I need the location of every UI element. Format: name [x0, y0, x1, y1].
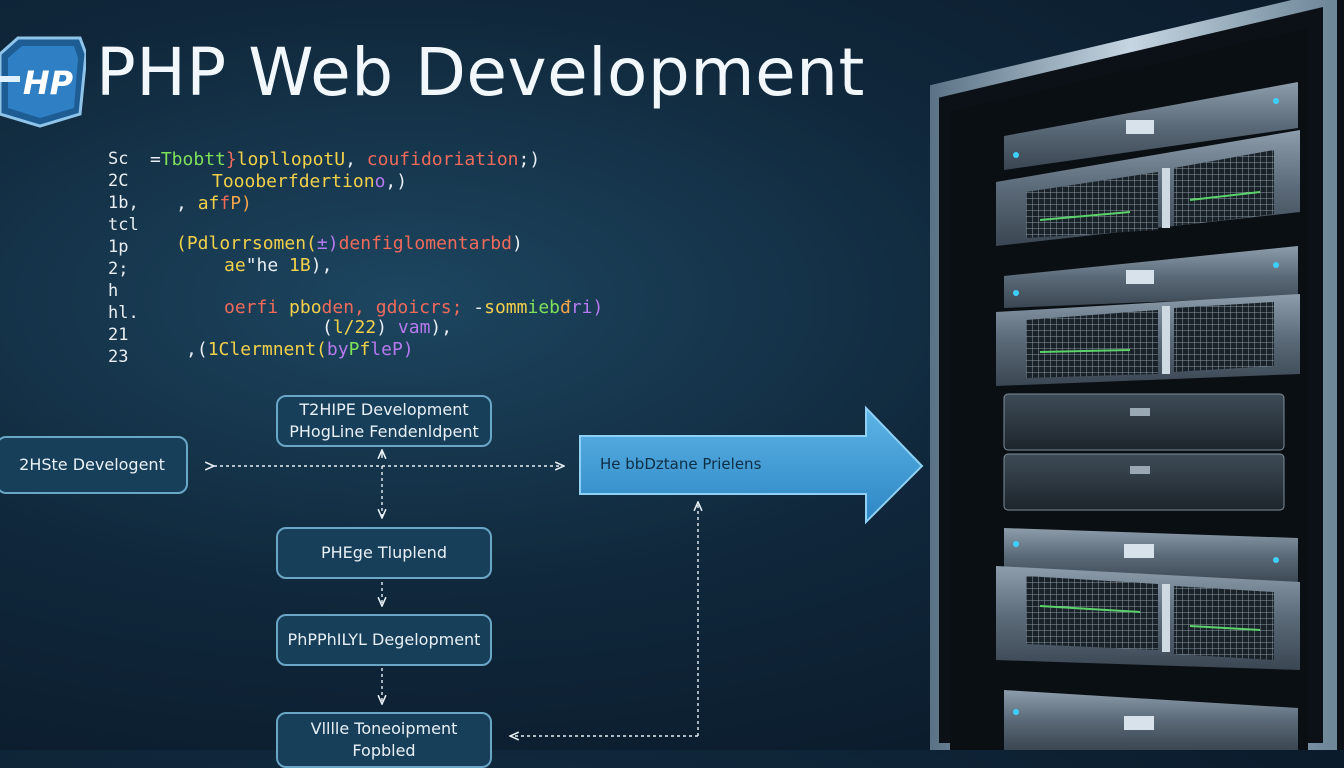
- code-token: o: [374, 171, 386, 192]
- code-line-number: 2C: [108, 171, 129, 191]
- code-token: vam: [397, 317, 431, 338]
- code-line: Toooberfdertiono,): [212, 171, 407, 192]
- code-line-number: hl.: [108, 303, 139, 323]
- code-line-number: 1b,: [108, 193, 139, 213]
- code-line: ,(1Clermnent(byPfleP): [186, 339, 414, 360]
- code-line-number: Sc: [108, 149, 129, 169]
- big-arrow-label: He bbDztane Prielens: [600, 455, 762, 473]
- code-token: pbo: [289, 297, 322, 318]
- code-token: P): [230, 193, 252, 214]
- code-line-number: tcl: [108, 215, 139, 235]
- code-token: "he: [245, 255, 290, 276]
- code-token: ri): [570, 297, 604, 318]
- flow-box-bottom-line1: Vlllle Toneoipment: [310, 719, 458, 738]
- flow-box-development: PhPPhILYL Degelopment: [276, 614, 492, 666]
- code-token: ,): [385, 171, 408, 192]
- code-token: coufidoriation: [366, 149, 519, 170]
- server-unit-6: [1003, 453, 1285, 511]
- logo-dash-icon: [0, 76, 20, 82]
- flow-box-top-line2: PHogLine Fendenldpent: [289, 422, 479, 441]
- code-token: =: [150, 149, 161, 170]
- code-token: f: [359, 339, 371, 360]
- code-line: ae"he 1B),: [224, 255, 332, 276]
- flow-connectors: [0, 405, 924, 750]
- code-token: somm: [484, 297, 528, 318]
- code-token: ae: [224, 255, 246, 276]
- code-token: (Pdlorrsomen(: [176, 233, 317, 254]
- server-unit-5: [1003, 393, 1285, 451]
- flow-box-left-label: 2HSte Develogent: [19, 455, 165, 474]
- code-line-number: 2;: [108, 259, 129, 279]
- code-token: ;): [518, 149, 541, 170]
- code-token: l/22: [332, 317, 377, 338]
- code-token: ): [511, 233, 523, 254]
- code-token: Tbobtt: [160, 149, 226, 170]
- flow-box-top: T2HIPE Development PHogLine Fendenldpent: [276, 395, 492, 447]
- code-token: đ: [560, 297, 571, 318]
- code-token: lopllopotU: [236, 149, 346, 170]
- flow-box-development-label: PhPPhILYL Degelopment: [287, 630, 481, 649]
- code-token: ),: [430, 317, 453, 338]
- code-token: 1Clermnent(: [207, 339, 327, 360]
- code-token: ieb: [527, 297, 560, 318]
- code-line: oerfi pboden, gdoicrs; -sommiebđri): [224, 297, 603, 318]
- code-token: ): [376, 317, 398, 338]
- flow-box-top-line1: T2HIPE Development: [299, 400, 469, 419]
- code-line-number: 1p: [108, 237, 129, 257]
- code-token: ,: [345, 149, 367, 170]
- code-line: , affP): [176, 193, 252, 214]
- code-token: Toooberfdertion: [212, 171, 375, 192]
- code-token: ,: [176, 193, 198, 214]
- code-token: denfiglomentarbd: [338, 233, 512, 254]
- flow-box-left: 2HSte Develogent: [0, 436, 188, 494]
- code-line: =Tbobtt}lopllopotU, coufidoriation;): [150, 149, 540, 170]
- code-token: oerfi: [224, 297, 290, 318]
- code-token: by: [326, 339, 349, 360]
- code-line-number: 21: [108, 325, 129, 345]
- flow-box-template: PHEge Tluplend: [276, 527, 492, 579]
- code-token: af: [197, 193, 220, 214]
- code-token: gdoicrs;: [375, 297, 474, 318]
- code-token: P: [348, 339, 360, 360]
- code-token: den,: [321, 297, 376, 318]
- code-line: (l/22) vam),: [322, 317, 452, 338]
- server-rack-illustration: [930, 0, 1344, 750]
- code-token: (: [322, 317, 333, 338]
- big-arrow-shape: [579, 405, 924, 525]
- code-token: 1B: [289, 255, 311, 276]
- code-line-number: h: [108, 281, 119, 301]
- page-title: PHP Web Development: [96, 34, 865, 111]
- flow-box-template-label: PHEge Tluplend: [321, 543, 447, 562]
- php-shield-logo: HP: [0, 36, 86, 128]
- code-token: ±): [316, 233, 339, 254]
- code-token: ,(: [186, 339, 208, 360]
- logo-text: HP: [23, 64, 74, 102]
- code-token: leP): [370, 339, 414, 360]
- code-token: -: [473, 297, 485, 318]
- flow-box-bottom-line2: Fopbled: [352, 741, 416, 760]
- code-token: ),: [310, 255, 333, 276]
- flow-box-bottom: Vlllle Toneoipment Fopbled: [276, 712, 492, 768]
- code-line: (Pdlorrsomen(±)denfiglomentarbd): [176, 233, 523, 254]
- code-line-number: 23: [108, 347, 129, 367]
- code-token: f: [219, 193, 231, 214]
- code-token: }: [225, 149, 237, 170]
